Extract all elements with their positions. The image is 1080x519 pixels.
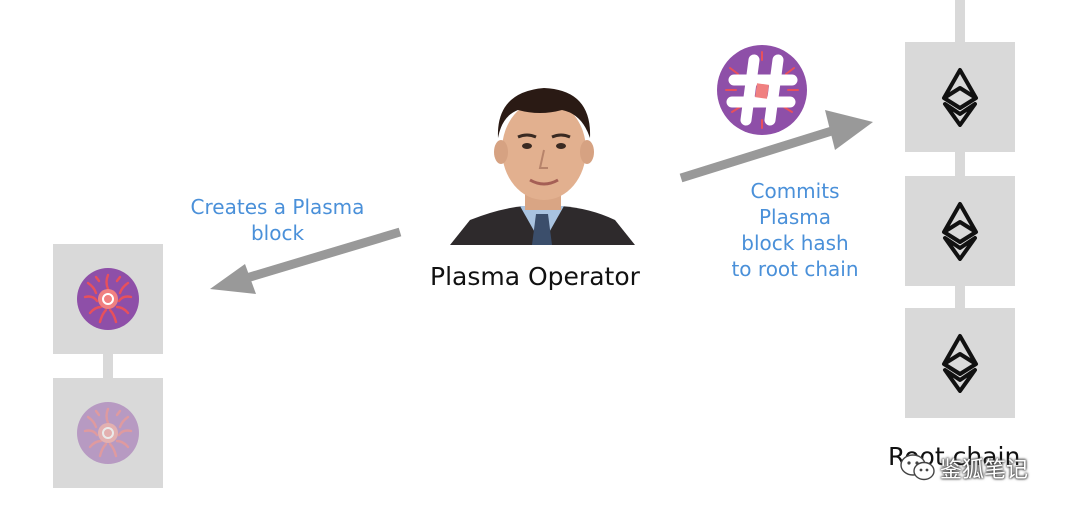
root-chain-connector-2 bbox=[955, 286, 965, 308]
operator-label: Plasma Operator bbox=[430, 262, 640, 291]
plasma-block-icon-faded bbox=[77, 402, 139, 464]
plasma-chain-connector bbox=[103, 354, 113, 378]
right-arrow bbox=[679, 110, 873, 183]
hash-icon bbox=[717, 45, 807, 135]
plasma-block-1 bbox=[53, 244, 163, 354]
wechat-icon bbox=[900, 454, 935, 481]
root-chain-block-2 bbox=[905, 176, 1015, 286]
ethereum-icon bbox=[942, 68, 978, 127]
watermark-text: 鉴狐笔记 bbox=[940, 458, 1029, 483]
plasma-block-2 bbox=[53, 378, 163, 488]
commit-hash-label: Commits Plasma block hash to root chain bbox=[731, 179, 859, 281]
root-chain-block-3 bbox=[905, 308, 1015, 418]
ethereum-icon bbox=[942, 334, 978, 393]
create-block-label: Creates a Plasma block bbox=[190, 195, 365, 245]
watermark: 鉴狐笔记 bbox=[900, 452, 1028, 484]
operator-photo bbox=[450, 88, 635, 245]
root-chain-connector-top bbox=[955, 0, 965, 42]
left-arrow bbox=[210, 227, 402, 294]
plasma-block-icon bbox=[77, 268, 139, 330]
root-chain-connector-1 bbox=[955, 152, 965, 176]
ethereum-icon bbox=[942, 202, 978, 261]
root-chain-block-1 bbox=[905, 42, 1015, 152]
